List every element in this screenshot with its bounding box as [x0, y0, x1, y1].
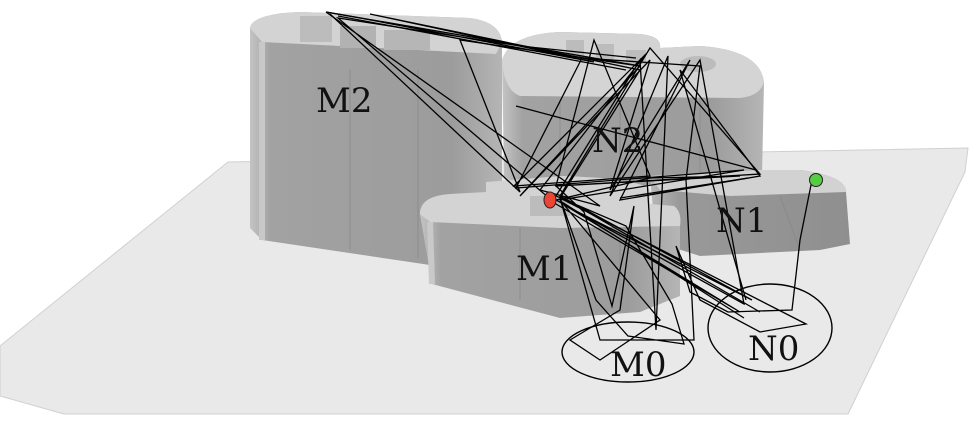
robot-path-long-5	[515, 105, 757, 171]
robot-path-long-6	[619, 177, 749, 199]
robot-path-segment-b	[329, 13, 762, 301]
robot-path	[325, 11, 813, 361]
label-n1: N1	[716, 201, 767, 241]
label-n0: N0	[748, 329, 799, 369]
block-n2	[502, 32, 764, 190]
label-n2: N2	[592, 121, 643, 161]
label-m0: M0	[610, 345, 666, 385]
label-m1: M1	[516, 249, 572, 289]
start-marker	[543, 191, 557, 209]
robot-path-long-4	[561, 201, 745, 319]
robot-path-long-3	[559, 195, 761, 313]
label-m2: M2	[316, 81, 372, 121]
zone-n0	[707, 283, 833, 373]
goal-marker	[809, 173, 823, 187]
zone-m0	[561, 321, 695, 383]
robot-path-long-2	[337, 15, 627, 71]
robot-path-long-1	[325, 11, 641, 67]
